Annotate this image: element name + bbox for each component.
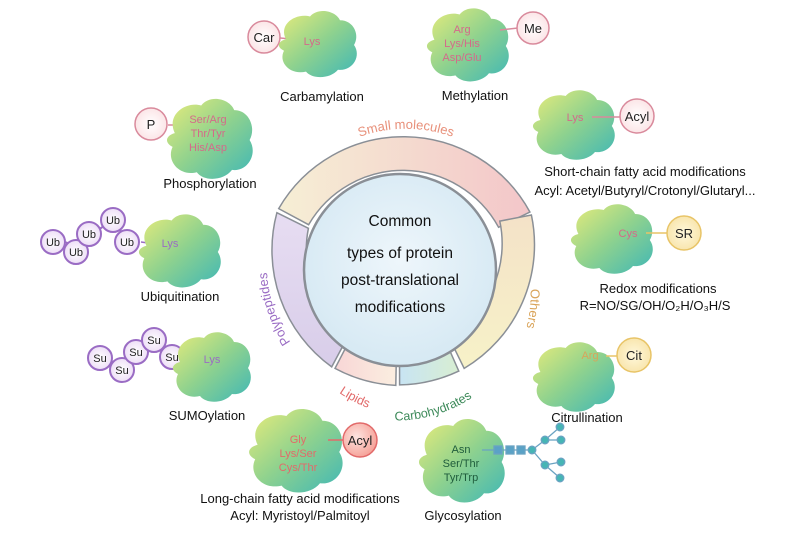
ubiquitin-icon	[40, 229, 66, 255]
methylation-residue-2: Lys/His	[444, 38, 480, 50]
sumoylation-group: Su Su Su Su Su Lys SUMOylation	[87, 327, 251, 423]
ub-label: Ub	[120, 237, 134, 249]
citrulline-tag	[616, 337, 652, 373]
short-chain-title: Short-chain fatty acid modifications	[544, 164, 746, 179]
carbamyl-tag-label: Car	[254, 30, 276, 45]
ubiquitin-icon	[100, 207, 126, 233]
phosphorylation-title: Phosphorylation	[163, 176, 256, 191]
sumo-icon	[109, 357, 135, 383]
methylation-residue-1: Arg	[453, 24, 470, 36]
redox-tag-label: SR	[675, 226, 693, 241]
long-chain-title: Long-chain fatty acid modifications	[200, 491, 400, 506]
ubiquitination-group: Ub Ub Ub Ub Ub Lys Ubiquitination	[40, 207, 221, 304]
long-chain-subtitle: Acyl: Myristoyl/Palmitoyl	[230, 508, 370, 523]
ub-label: Ub	[69, 247, 83, 259]
protein-blob-icon	[532, 342, 615, 412]
long-chain-residue-1: Gly	[290, 434, 307, 446]
su-label: Su	[165, 352, 178, 364]
sumoylation-residue: Lys	[204, 354, 221, 366]
ubiquitination-residue: Lys	[162, 238, 179, 250]
long-chain-group: Gly Lys/Ser Cys/Thr Acyl Long-chain fatt…	[200, 409, 400, 523]
center-title-line-3: post-translational	[341, 272, 459, 289]
citrullination-residue: Arg	[581, 350, 598, 362]
label-small-molecules: Small molecules	[356, 117, 457, 140]
phosphorylation-residue-3: His/Asp	[189, 142, 227, 154]
glycosylation-residue-3: Tyr/Trp	[444, 472, 478, 484]
center-core	[302, 172, 498, 368]
glycan-chain-icon	[482, 422, 566, 483]
redox-subtitle: R=NO/SG/OH/O₂H/O₃H/S	[580, 298, 731, 313]
ring-segment-small-molecules	[277, 135, 531, 229]
citrulline-tag-label: Cit	[626, 348, 642, 363]
label-others: Others	[523, 289, 542, 331]
redox-title: Redox modifications	[599, 281, 717, 296]
su-label: Su	[147, 335, 160, 347]
protein-blob-icon	[532, 90, 615, 160]
ubiquitination-title: Ubiquitination	[141, 289, 220, 304]
ubiquitin-icon	[76, 221, 102, 247]
protein-blob-icon	[570, 204, 653, 274]
ubiquitin-icon	[114, 229, 140, 255]
sumoylation-title: SUMOylation	[169, 408, 246, 423]
short-chain-acyl-tag	[619, 98, 655, 134]
label-lipids: Lipids	[337, 384, 372, 411]
short-chain-group: Lys Acyl Short-chain fatty acid modifica…	[532, 90, 756, 198]
short-chain-subtitle: Acyl: Acetyl/Butyryl/Crotonyl/Glutaryl..…	[534, 183, 755, 198]
long-chain-acyl-tag	[342, 422, 378, 458]
center-title-line-2: types of protein	[347, 245, 453, 262]
phosphorylation-group: P Ser/Arg Thr/Tyr His/Asp Phosphorylatio…	[134, 98, 257, 191]
ub-label: Ub	[82, 229, 96, 241]
short-chain-tag-label: Acyl	[625, 109, 650, 124]
glycosylation-group: Asn Ser/Thr Tyr/Trp Glycosylation	[418, 419, 566, 523]
methyl-tag-label: Me	[524, 21, 542, 36]
phospho-tag-label: P	[147, 117, 156, 132]
carbamylation-group: Car Lys Carbamylation	[247, 10, 364, 104]
phosphorylation-residue-2: Thr/Tyr	[191, 128, 226, 140]
redox-residue: Cys	[619, 228, 638, 240]
carbamylation-residue: Lys	[304, 36, 321, 48]
label-carbohydrates: Carbohydrates	[394, 388, 473, 423]
sumo-icon	[123, 339, 149, 365]
methyl-tag	[516, 11, 550, 45]
glycosylation-residue-2: Ser/Thr	[443, 458, 480, 470]
methylation-residue-3: Asp/Glu	[442, 52, 481, 64]
citrullination-group: Arg Cit Citrullination	[532, 337, 652, 425]
su-label: Su	[93, 353, 106, 365]
su-label: Su	[115, 365, 128, 377]
center-title-line-4: modifications	[355, 299, 446, 316]
glycosylation-residue-1: Asn	[452, 444, 471, 456]
redox-tag	[666, 215, 702, 251]
ubiquitin-icon	[63, 239, 89, 265]
long-chain-residue-2: Lys/Ser	[280, 448, 317, 460]
long-chain-tag-label: Acyl	[348, 433, 373, 448]
carbamyl-tag	[247, 20, 281, 54]
ub-label: Ub	[46, 237, 60, 249]
sumo-icon	[87, 345, 113, 371]
citrullination-title: Citrullination	[551, 410, 623, 425]
su-label: Su	[129, 347, 142, 359]
center-title: Common types of protein post-translation…	[341, 213, 459, 316]
sumo-icon	[141, 327, 167, 353]
glycosylation-title: Glycosylation	[424, 508, 501, 523]
methylation-group: Me Arg Lys/His Asp/Glu Methylation	[426, 8, 550, 103]
center-title-line-1: Common	[369, 213, 432, 230]
carbamylation-title: Carbamylation	[280, 89, 364, 104]
ub-label: Ub	[106, 215, 120, 227]
methylation-title: Methylation	[442, 88, 508, 103]
protein-blob-icon	[138, 214, 221, 288]
phosphorylation-residue-1: Ser/Arg	[189, 114, 226, 126]
phospho-tag	[134, 107, 168, 141]
protein-blob-icon	[172, 332, 251, 402]
redox-group: Cys SR Redox modifications R=NO/SG/OH/O₂…	[570, 204, 731, 313]
short-chain-residue: Lys	[567, 112, 584, 124]
long-chain-residue-3: Cys/Thr	[279, 462, 318, 474]
